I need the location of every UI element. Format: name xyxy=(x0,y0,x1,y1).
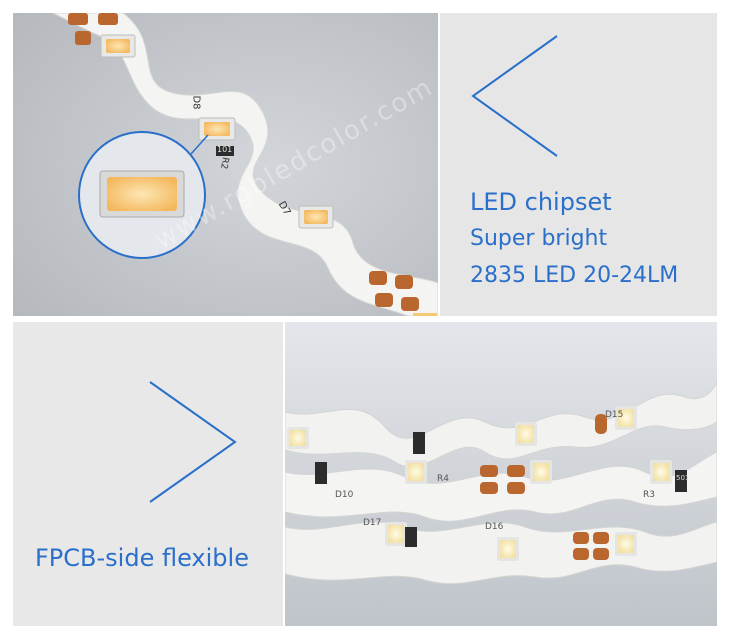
resistor-code-label-2: 501 xyxy=(676,474,690,482)
led-strip-photo-bottom: D10 D17 D16 D15 R3 R4 501 xyxy=(285,322,717,626)
d8-label: D8 xyxy=(190,95,202,110)
resistor-code-label: 101 xyxy=(217,145,233,154)
d10-label: D10 xyxy=(335,490,354,500)
led-chipset-title: LED chipset xyxy=(470,188,612,216)
bent-strips-illustration xyxy=(285,322,717,626)
r3-label: R3 xyxy=(643,490,655,500)
d16-label: D16 xyxy=(485,522,504,532)
fpcb-side-panel: FPCB-side flexible xyxy=(13,322,283,626)
super-bright-text: Super bright xyxy=(470,226,608,251)
led-chipset-panel: LED chipset Super bright 2835 LED 20-24L… xyxy=(440,13,717,316)
led-strip-photo-top: D8 D7 R2 101 xyxy=(13,13,438,316)
d17-label: D17 xyxy=(363,518,382,528)
led-spec-text: 2835 LED 20-24LM xyxy=(470,263,679,288)
fpcb-side-title: FPCB-side flexible xyxy=(35,544,249,572)
s-strip-illustration xyxy=(13,13,438,316)
r2-label: R2 xyxy=(218,156,230,170)
r4-label: R4 xyxy=(437,474,449,484)
chevron-right-icon xyxy=(149,381,237,503)
d15-label: D15 xyxy=(605,410,624,420)
chevron-left-icon xyxy=(471,35,558,157)
